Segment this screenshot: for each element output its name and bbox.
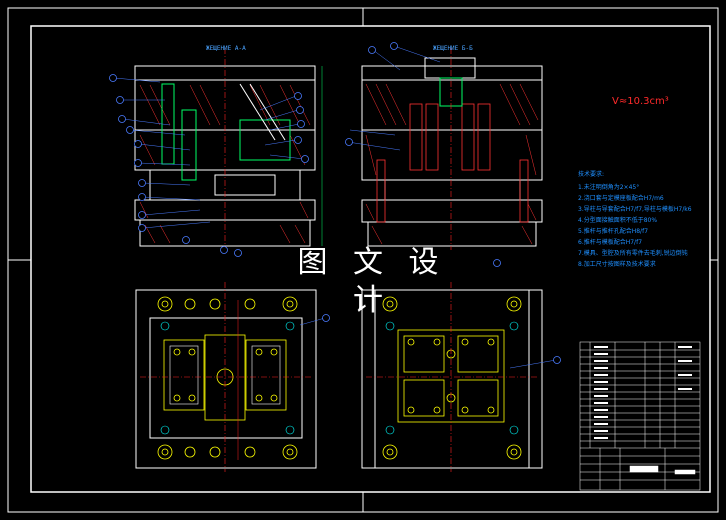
requirement-item: 5.推杆与推杆孔配合H8/f7: [578, 228, 649, 235]
requirement-item: 6.推杆与模板配合H7/f7: [578, 239, 643, 246]
left-section-label: ЖЕЩЕНИЕ А-А: [206, 45, 246, 52]
watermark-title: 图 文 设 计: [297, 245, 447, 318]
title-block: [579, 341, 701, 491]
left-section-view: [109, 48, 323, 257]
requirement-item: 1.未注明倒角为2×45°: [578, 184, 640, 191]
requirement-item: 3.导柱与导套配合H7/f7,导柱与模板H7/k6: [578, 206, 692, 213]
technical-requirements: 技术要求: 1.未注明倒角为2×45° 2.浇口套与定模座板配合H7/m6 3.…: [578, 169, 708, 270]
inner-frame: [30, 25, 711, 493]
right-section-label: ЖЕЩЕНИЕ Б-Б: [433, 45, 473, 52]
requirement-item: 4.分型面接触面积不低于80%: [578, 217, 658, 224]
requirement-item: 2.浇口套与定模座板配合H7/m6: [578, 195, 664, 202]
right-plan-view: [361, 282, 561, 472]
part-volume: V≈10.3cm³: [612, 96, 669, 107]
left-plan-view: [135, 282, 330, 472]
technical-requirements-heading: 技术要求:: [578, 171, 605, 178]
requirement-item: 8.加工尺寸按图样及技术要求: [578, 261, 656, 268]
requirement-item: 7.模具、型腔及所有零件去毛刺,锐边倒钝: [578, 250, 688, 257]
right-section-view: [345, 42, 543, 267]
